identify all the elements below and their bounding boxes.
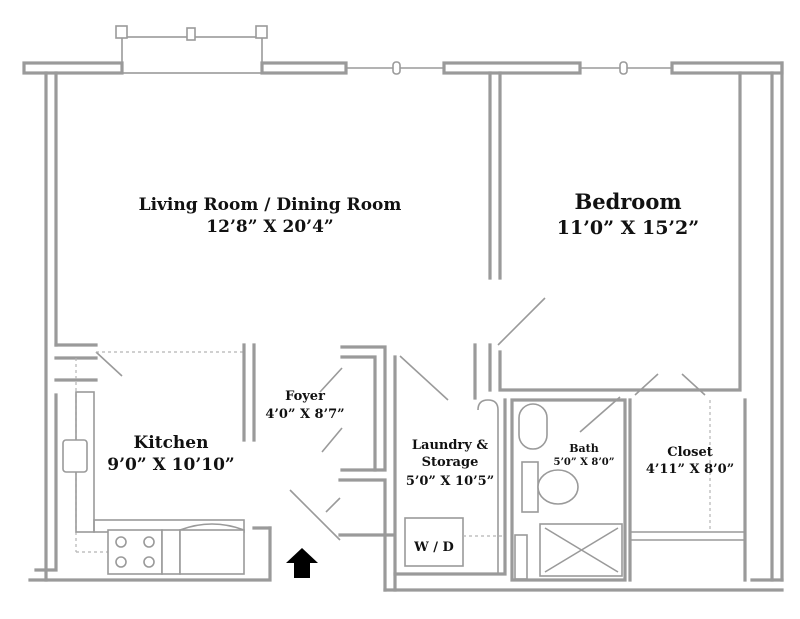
laundry-label-line1: Laundry &	[412, 438, 488, 453]
kitchen-walls	[54, 343, 272, 553]
kitchen-dims: 9’0” X 10’10”	[107, 455, 234, 475]
stove-icon	[107, 523, 245, 575]
foyer-label: Foyer	[285, 389, 325, 404]
living-room-dims: 12’8” X 20’4”	[206, 217, 333, 237]
closet-walls	[628, 373, 747, 582]
living-room-label: Living Room / Dining Room	[139, 195, 402, 215]
bedroom-dims: 11’0” X 15’2”	[557, 217, 699, 239]
foyer-dims: 4’0” X 8’7”	[265, 407, 344, 422]
living-bedroom-wall	[488, 71, 502, 280]
kitchen-label: Kitchen	[134, 433, 209, 453]
bath-label: Bath	[569, 442, 599, 455]
closet-label: Closet	[667, 445, 713, 460]
laundry-walls	[393, 343, 507, 576]
exterior-walls	[22, 61, 784, 592]
bath-dims: 5’0” X 8’0”	[553, 457, 614, 468]
entry-arrow-icon	[286, 548, 318, 578]
laundry-dims: 5’0” X 10’5”	[406, 474, 494, 489]
laundry-label-line2: Storage	[422, 455, 479, 470]
washer-dryer-label: W / D	[413, 540, 454, 555]
closet-dims: 4’11” X 8’0”	[646, 462, 734, 477]
window-bedroom	[580, 61, 672, 75]
bedroom-label: Bedroom	[574, 189, 681, 214]
foyer-walls	[289, 345, 397, 592]
bay-window	[115, 25, 268, 74]
window-living	[346, 61, 444, 75]
bath-walls	[510, 396, 627, 582]
